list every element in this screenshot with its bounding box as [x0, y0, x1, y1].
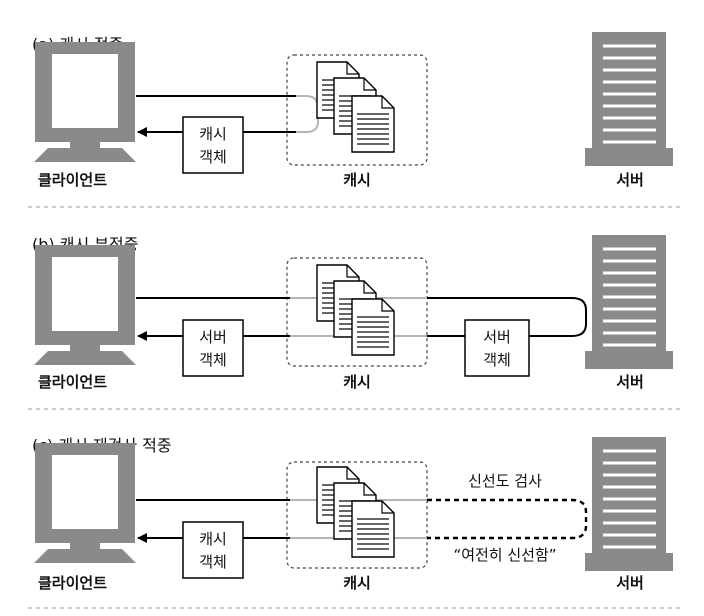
client-computer-icon [34, 245, 136, 365]
return-object-line2: 객체 [199, 351, 227, 369]
cache-label: 캐시 [343, 373, 371, 391]
return-object-line2: 객체 [199, 553, 227, 571]
server-object-line1: 서버 [483, 328, 511, 346]
cache-label: 캐시 [343, 574, 371, 592]
panel-cache-revalidate-hit: (c) 캐시 재검사 적중 클라이언트 캐시 캐시 객체 신선도 검사 “여전히… [32, 435, 675, 592]
cache-box [286, 257, 428, 367]
cache-box [286, 461, 428, 569]
client-label: 클라이언트 [38, 171, 107, 189]
return-object-box [182, 116, 244, 174]
server-object-box [464, 319, 530, 377]
server-label: 서버 [616, 171, 644, 189]
return-object-line1: 서버 [199, 328, 227, 346]
documents-icon [317, 265, 394, 355]
server-icon [583, 435, 675, 573]
freshness-check-label: 신선도 검사 [468, 472, 542, 490]
still-fresh-label: “여전히 신선함” [453, 546, 556, 564]
server-label: 서버 [616, 373, 644, 391]
return-object-line1: 캐시 [199, 530, 227, 548]
revalidation-loop-line [427, 498, 588, 540]
client-computer-icon [34, 443, 136, 563]
client-label: 클라이언트 [38, 574, 107, 592]
panel-cache-hit: (a) 캐시 적중 클라이언트 캐시 캐시 객체 서버 [32, 30, 675, 189]
return-object-box [182, 521, 244, 579]
client-label: 클라이언트 [38, 373, 107, 391]
return-object-box [182, 319, 244, 377]
server-label: 서버 [616, 574, 644, 592]
panel-cache-miss: (b) 캐시 부적중 클라이언트 캐시 서버 객체 서버 객체 서버 [32, 233, 675, 391]
return-object-line2: 객체 [199, 148, 227, 166]
server-icon [583, 30, 675, 168]
server-object-line2: 객체 [483, 351, 511, 369]
documents-icon [317, 62, 394, 152]
cache-lookup-loop [296, 95, 319, 133]
client-computer-icon [34, 42, 136, 162]
cache-box [286, 54, 428, 166]
cache-label: 캐시 [343, 171, 371, 189]
server-loop-line [427, 297, 587, 337]
documents-icon [317, 467, 394, 557]
server-icon [583, 233, 675, 371]
return-object-line1: 캐시 [199, 125, 227, 143]
